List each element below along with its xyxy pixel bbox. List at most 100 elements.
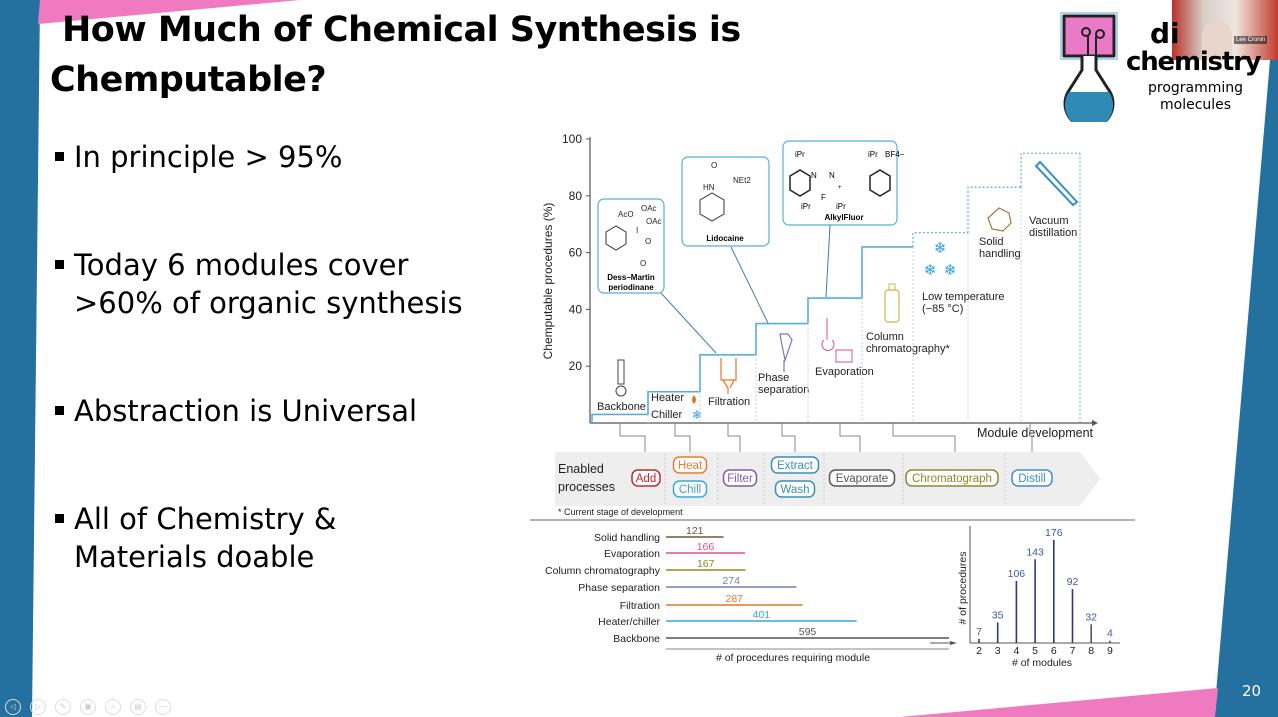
lidocaine-callout: O HN NEt2 Lidocaine	[681, 156, 770, 324]
svg-text:iPr: iPr	[868, 150, 878, 159]
next-icon[interactable]: ▷	[30, 699, 46, 715]
process-filter: Filter	[722, 469, 758, 487]
svg-text:HN: HN	[703, 183, 715, 192]
x-tick-label: 3	[995, 645, 1001, 657]
page-number: 20	[1242, 682, 1262, 700]
column-icon	[884, 283, 900, 323]
process-distill: Distill	[1011, 469, 1053, 487]
step-label: Chiller	[651, 409, 683, 421]
webcam-thumbnail[interactable]: Lee Cronin	[1172, 0, 1278, 60]
pen-icon[interactable]: ✎	[55, 699, 71, 715]
step-label: Evaporation	[815, 366, 874, 378]
process-heat: Heat	[672, 456, 708, 474]
svg-text:Enabled: Enabled	[558, 462, 604, 476]
svg-text:AcO: AcO	[618, 210, 634, 219]
svg-text:OAc: OAc	[641, 204, 657, 213]
process-label: Chill	[679, 484, 701, 496]
bottom-pink-band	[900, 688, 1218, 717]
step-label: Vacuum	[1029, 215, 1069, 227]
distillation-icon	[1034, 160, 1079, 207]
svg-text:F: F	[821, 193, 826, 202]
slide-title-line2: Chemputable?	[50, 60, 327, 100]
process-chromatograph: Chromatograph	[905, 469, 999, 487]
x-tick-label: 5	[1032, 645, 1038, 657]
x-axis-label: Module development	[977, 426, 1094, 440]
step-label: (−85 °C)	[922, 303, 963, 315]
step-column-chromatography-	[861, 246, 913, 299]
y-axis-label: Chemputable procedures (%)	[541, 203, 555, 360]
alkylfluor-label: AlkylFluor	[824, 213, 863, 222]
bullet-marker	[55, 406, 64, 415]
bullet-marker	[55, 152, 64, 161]
step-label: Backbone	[597, 401, 646, 413]
filter-funnel-icon	[720, 358, 737, 394]
separatory-funnel-icon	[779, 333, 793, 372]
bar-value-label: 4	[1107, 628, 1113, 640]
process-chill: Chill	[672, 480, 708, 498]
alkylfluor-callout: iPr iPr iPr iPr BF4− N N F + AlkylFluor	[782, 140, 905, 298]
previous-icon[interactable]: ◁	[5, 699, 21, 715]
step-label: Heater	[651, 392, 684, 404]
logo-di: di	[1150, 17, 1180, 50]
logo-molecules: molecules	[1160, 97, 1232, 113]
connector-line	[619, 423, 646, 452]
svg-text:O: O	[640, 259, 646, 268]
step-evaporation	[807, 297, 862, 324]
bar-value-label: 32	[1085, 611, 1097, 623]
dess-martin-label: Dess–Martin	[607, 273, 655, 282]
connector-line	[727, 423, 741, 452]
snowflake-icon: ❄	[692, 408, 702, 422]
connector-line	[839, 423, 861, 452]
connector-line	[1029, 423, 1033, 452]
webcam-name: Lee Cronin	[1234, 36, 1268, 44]
bar-value-label: 166	[697, 541, 715, 553]
more-icon[interactable]: —	[155, 699, 171, 715]
step-label: Solid	[979, 236, 1003, 248]
bar-category-label: Heater/chiller	[598, 616, 660, 628]
svg-text:iPr: iPr	[836, 202, 846, 211]
flask-logo-icon	[1060, 12, 1118, 122]
bar-category-label: Backbone	[613, 633, 660, 645]
logo-programming: programming	[1148, 80, 1244, 96]
bar-category-label: Column chromatography	[545, 565, 661, 577]
subtitles-icon[interactable]: ▤	[130, 699, 146, 715]
connector-line	[781, 423, 796, 452]
x-tick-label: 8	[1088, 645, 1094, 657]
x-tick-label: 6	[1051, 645, 1057, 657]
x-axis-label: # of procedures requiring module	[716, 652, 870, 664]
bar-value-label: 35	[992, 610, 1004, 622]
step-low-temperature-c-	[912, 232, 968, 247]
svg-text:N: N	[811, 171, 817, 180]
x-tick-label: 2	[976, 645, 982, 657]
svg-text:O: O	[645, 237, 651, 246]
bar-category-label: Solid handling	[594, 532, 660, 544]
y-tick-label: 20	[569, 359, 583, 373]
dess-martin-callout: AcO OAc OAc I O O Dess–Martin periodinan…	[597, 198, 717, 354]
step-solid-handling	[967, 186, 1021, 233]
bar-value-label: 401	[753, 609, 771, 621]
process-wash: Wash	[774, 480, 816, 498]
left-blue-band	[0, 0, 40, 717]
step-phase-separation	[755, 322, 808, 355]
rotary-evaporator-icon	[821, 318, 853, 363]
bar-value-label: 92	[1067, 576, 1079, 588]
zoom-icon[interactable]: ⌕	[105, 699, 121, 715]
bar-value-label: 121	[686, 525, 704, 537]
step-label: Phase	[758, 372, 789, 384]
snowflake-icon: ❄	[934, 240, 947, 257]
bar-category-label: Evaporation	[604, 548, 660, 560]
bar-value-label: 143	[1026, 546, 1044, 558]
process-extract: Extract	[770, 456, 820, 474]
slides-icon[interactable]: ▣	[80, 699, 96, 715]
process-label: Extract	[777, 460, 814, 472]
footnote: * Current stage of development	[558, 507, 683, 517]
connector-line	[674, 423, 691, 452]
y-tick-label: 40	[569, 302, 583, 316]
svg-text:BF4−: BF4−	[885, 150, 905, 159]
process-label: Distill	[1018, 473, 1045, 485]
benzene-ring-icon	[605, 225, 627, 251]
process-label: Filter	[727, 473, 753, 485]
